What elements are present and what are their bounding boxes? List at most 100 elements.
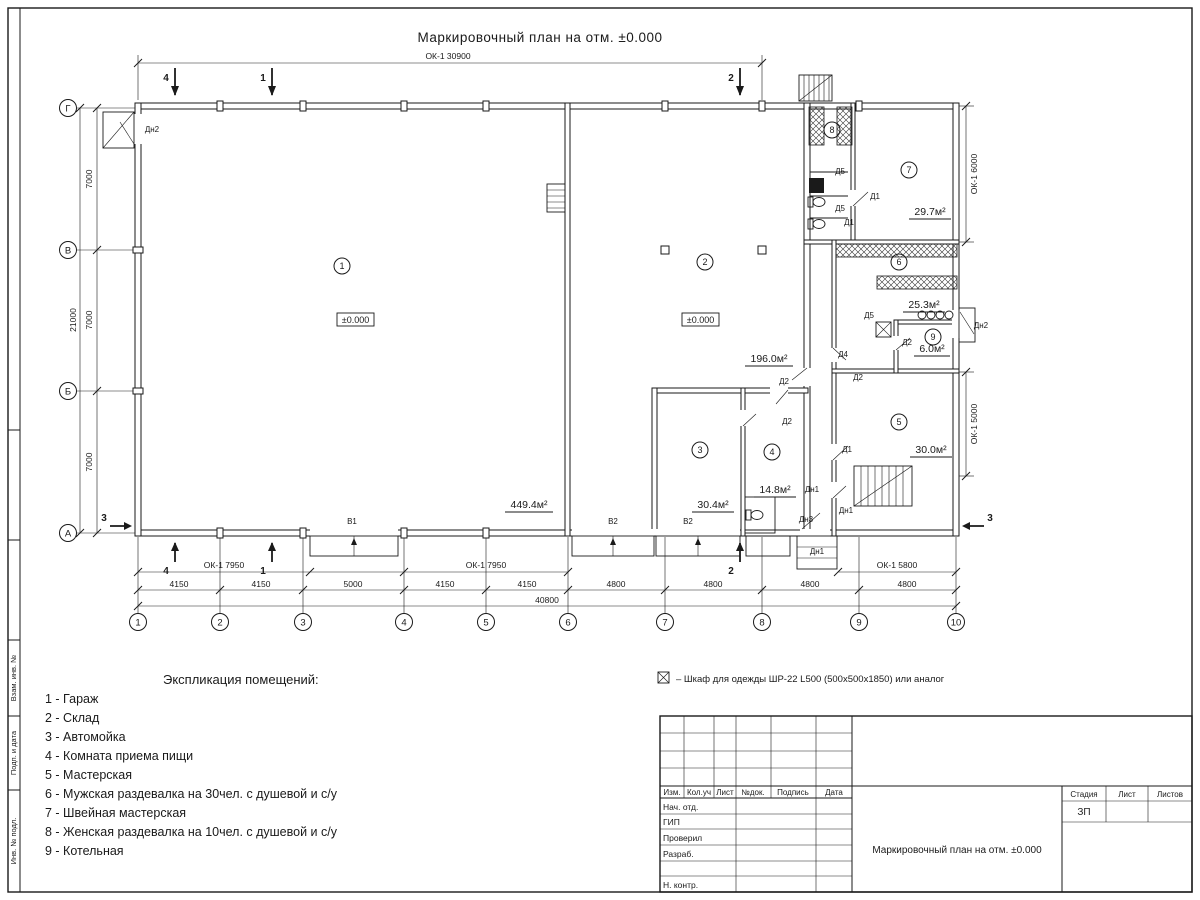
shower-unit-icon <box>809 178 824 193</box>
column-marks <box>132 100 863 539</box>
dim-seg-5: 4150 <box>518 579 537 589</box>
tb-col-izm: Изм. <box>663 788 680 797</box>
tb-stage-value: ЗП <box>1077 807 1090 818</box>
toilet-icon <box>745 509 764 521</box>
axis-col-3: 3 <box>300 618 305 629</box>
legend-item-7: 7 - Швейная мастерская <box>45 806 186 820</box>
entry-porch-right <box>958 307 976 343</box>
gate-v2-b <box>655 535 741 557</box>
legend-item-6: 6 - Мужская раздевалка на 30чел. с душев… <box>45 787 338 801</box>
tb-sheets-label: Листов <box>1157 790 1183 799</box>
section-3-right: 3 <box>987 513 993 524</box>
tb-row-nachotd: Нач. отд. <box>663 802 698 812</box>
roof-grate <box>798 74 833 102</box>
dim-seg-8: 4800 <box>801 579 820 589</box>
room-1-area: 449.4м² <box>511 499 548 511</box>
stairs <box>853 465 913 507</box>
door-label-dn1: Дн1 <box>839 506 854 515</box>
door-label-d5: Д5 <box>835 204 845 213</box>
section-1-bottom: 1 <box>260 566 266 577</box>
dim-window-3: ОК-1 5800 <box>877 560 918 570</box>
axis-bubbles: Г В Б А 1 2 3 4 5 6 7 8 9 10 <box>59 99 965 631</box>
dim-left-total: 21000 <box>68 308 78 332</box>
axis-col-10: 10 <box>951 618 962 629</box>
wall-ladder <box>546 183 566 213</box>
room-9-area: 6.0м² <box>919 343 945 355</box>
gate-v1 <box>309 535 399 557</box>
area-labels: 449.4м² 196.0м² 30.4м² 14.8м² 30.0м² 25.… <box>505 206 952 513</box>
legend-item-9: 9 - Котельная <box>45 844 124 858</box>
legend-title: Экспликация помещений: <box>163 672 319 687</box>
axis-col-1: 1 <box>135 618 140 629</box>
tb-sheet-label: Лист <box>1118 790 1136 799</box>
room-7-number: 7 <box>906 165 911 175</box>
elevation-room-2: ±0.000 <box>687 315 714 325</box>
room-6-number: 6 <box>896 257 901 267</box>
wardrobe-strip <box>836 106 853 146</box>
room-4-number: 4 <box>769 447 774 457</box>
section-2-bottom: 2 <box>728 566 734 577</box>
gate-label-v2: В2 <box>683 517 693 526</box>
door-label-d2: Д2 <box>779 377 789 386</box>
frame-label-inv: Инв. № подл. <box>9 818 18 865</box>
title-block: Изм. Кол.уч Лист №док. Подпись Дата Нач.… <box>659 715 1193 893</box>
sink-row <box>917 310 954 320</box>
dim-seg-4: 4150 <box>436 579 455 589</box>
plan-details <box>102 74 976 570</box>
tb-col-data: Дата <box>825 788 843 797</box>
tb-col-ndok: №док. <box>741 788 764 797</box>
tb-row-gip: ГИП <box>663 817 680 827</box>
room-7-area: 29.7м² <box>914 206 946 218</box>
dim-top-window: ОК-1 30900 <box>425 51 470 61</box>
tb-row-proveril: Проверил <box>663 833 702 843</box>
wardrobe-note-text: – Шкаф для одежды ШР-22 L500 (500x500x18… <box>676 674 945 685</box>
axis-col-2: 2 <box>217 618 222 629</box>
tb-stage-label: Стадия <box>1070 790 1097 799</box>
legend-item-4: 4 - Комната приема пищи <box>45 749 193 763</box>
toilet-icon <box>807 196 826 208</box>
axis-row-v: В <box>65 246 71 257</box>
dim-left-3: 7000 <box>84 452 94 471</box>
elevation-marks: ±0.000 ±0.000 <box>336 312 720 327</box>
door-label-d2: Д2 <box>902 338 912 347</box>
room-2-number: 2 <box>702 257 707 267</box>
wardrobe-strip <box>808 106 825 146</box>
entry-steps-bottom <box>745 535 838 570</box>
plan-title: Маркировочный план на отм. ±0.000 <box>417 30 662 45</box>
tb-row-razrab: Разраб. <box>663 849 694 859</box>
section-1-top: 1 <box>260 73 266 84</box>
gate-label-v2: В2 <box>608 517 618 526</box>
tb-col-podpis: Подпись <box>777 788 809 797</box>
door-label-d1: Д1 <box>870 192 880 201</box>
frame-label-vzam: Взам. инв. № <box>9 655 18 701</box>
shower-tray-icon <box>875 321 892 338</box>
dim-left-1: 7000 <box>84 169 94 188</box>
axis-col-7: 7 <box>662 618 667 629</box>
room-3-number: 3 <box>697 445 702 455</box>
section-marks: 4 1 2 4 1 2 3 3 <box>101 68 993 577</box>
section-2-top: 2 <box>728 73 734 84</box>
frame-label-podp: Подп. и дата <box>9 730 18 775</box>
door-labels: Дн2 Дн2 Д5 Д1 Д5 Д1 Д5 Д2 Д4 Д2 Д2 Д2 Д1… <box>145 125 989 556</box>
sheet-frame: Взам. инв. № Подп. и дата Инв. № подл. <box>7 7 1193 893</box>
wardrobe-symbol-icon <box>657 671 670 684</box>
room-5-area: 30.0м² <box>915 444 947 456</box>
room-9-number: 9 <box>930 332 935 342</box>
dim-seg-3: 5000 <box>344 579 363 589</box>
door-label-d2: Д2 <box>782 417 792 426</box>
door-label-dn2: Дн2 <box>974 321 989 330</box>
axis-row-a: А <box>65 529 72 540</box>
gate-v2-a <box>571 535 655 557</box>
axis-row-b: Б <box>65 387 71 398</box>
axis-col-5: 5 <box>483 618 488 629</box>
dim-right-window-1: ОК-1 6000 <box>969 154 979 195</box>
legend-item-5: 5 - Мастерская <box>45 768 132 782</box>
wardrobe-strip <box>835 243 958 258</box>
elevation-room-1: ±0.000 <box>342 315 369 325</box>
axis-col-9: 9 <box>856 618 861 629</box>
dimension-lines <box>75 55 974 613</box>
dim-bottom-total: 40800 <box>535 595 559 605</box>
wardrobe-note: – Шкаф для одежды ШР-22 L500 (500x500x18… <box>657 671 945 685</box>
